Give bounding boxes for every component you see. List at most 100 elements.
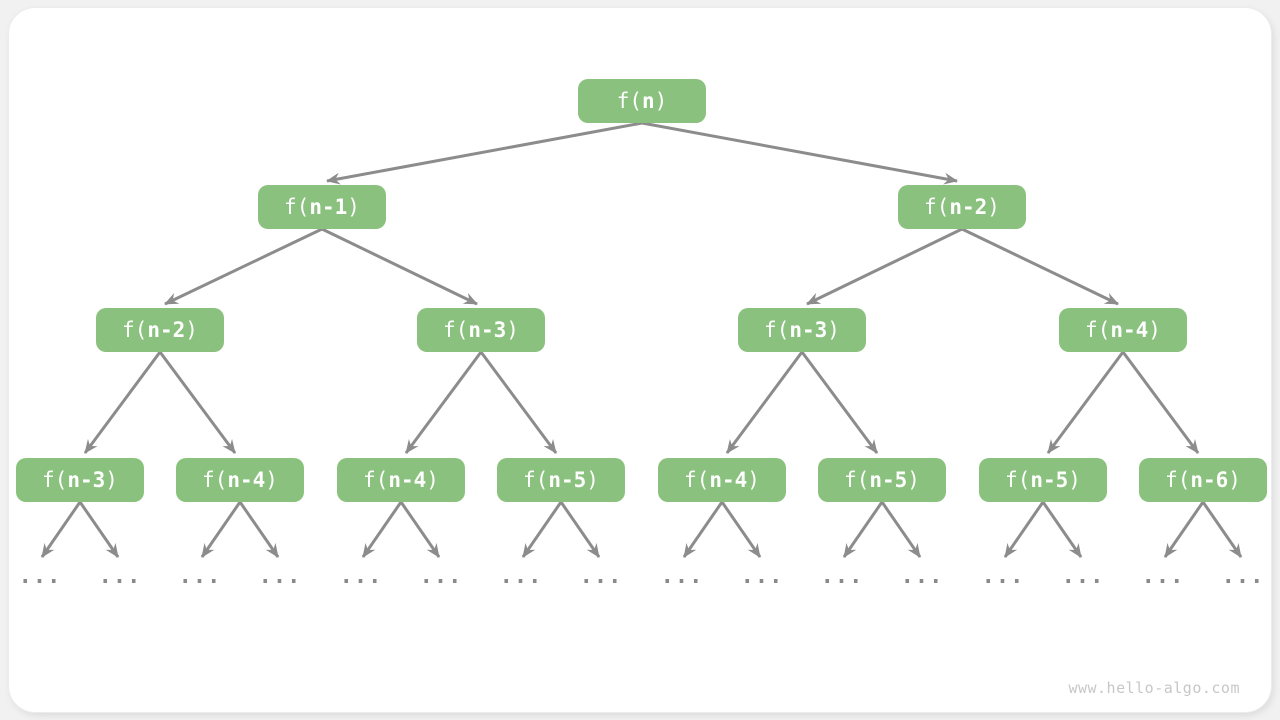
node-label: f( (202, 468, 228, 492)
ellipsis-leaf: ... (1141, 564, 1185, 589)
ellipsis-leaf: ... (18, 564, 62, 589)
edge-arrow (1163, 501, 1205, 558)
ellipsis-leaf: ... (258, 564, 302, 589)
edge-arrow (1041, 501, 1083, 558)
edge-arrow (83, 351, 162, 454)
edge-arrow (361, 501, 403, 558)
edge-arrow (164, 227, 323, 306)
node-label-arg: n-4 (1110, 318, 1149, 342)
edge-arrow (399, 501, 441, 558)
edge-arrow (479, 351, 558, 454)
node-label: ) (586, 468, 599, 492)
diagram-panel (9, 8, 1271, 712)
node-label: ) (426, 468, 439, 492)
ellipsis-leaf: ... (579, 564, 623, 589)
node-label-arg: n-5 (548, 468, 587, 492)
ellipsis-leaf: ... (339, 564, 383, 589)
edge-arrow (641, 121, 958, 185)
tree-node: f(n-6) (1139, 458, 1267, 502)
tree-node: f(n-2) (898, 185, 1026, 229)
node-label: ) (654, 89, 668, 113)
edge-arrow (1201, 501, 1243, 558)
edge-arrow (682, 501, 724, 558)
ellipsis-leaf: ... (419, 564, 463, 589)
ellipsis-leaf: ... (900, 564, 944, 589)
ellipsis-leaf: ... (1221, 564, 1265, 589)
ellipsis-leaf: ... (981, 564, 1025, 589)
node-label: ) (347, 195, 360, 219)
node-label: f( (844, 468, 870, 492)
node-label: f( (616, 89, 642, 113)
tree-node: f(n-5) (497, 458, 625, 502)
node-label-arg: n-4 (709, 468, 748, 492)
tree-node: f(n-3) (16, 458, 144, 502)
node-label: ) (1228, 468, 1241, 492)
ellipsis-leaf: ... (98, 564, 142, 589)
node-label: f( (1085, 318, 1111, 342)
node-label-arg: n-5 (1030, 468, 1069, 492)
tree-node-root: f(n) (578, 79, 706, 123)
node-label-arg: n-4 (227, 468, 266, 492)
edge-arrow (806, 227, 963, 306)
ellipsis-leaf: ... (820, 564, 864, 589)
node-label-arg: n-3 (67, 468, 106, 492)
ellipsis-leaf: ... (499, 564, 543, 589)
node-label: f( (363, 468, 389, 492)
node-label: f( (764, 318, 790, 342)
node-label: ) (265, 468, 278, 492)
node-label: f( (523, 468, 549, 492)
edge-arrow (1121, 351, 1200, 454)
node-label-arg: n-4 (388, 468, 427, 492)
node-label: f( (684, 468, 710, 492)
node-label: ) (1068, 468, 1081, 492)
edge-arrow (842, 501, 884, 558)
node-label-arg: n-3 (468, 318, 507, 342)
node-label: f( (1165, 468, 1191, 492)
node-label-arg: n-3 (789, 318, 828, 342)
edge-arrow (321, 227, 478, 306)
node-label: ) (1148, 318, 1161, 342)
edge-arrow (1003, 501, 1045, 558)
node-label: ) (747, 468, 760, 492)
tree-node: f(n-4) (337, 458, 465, 502)
node-label: ) (506, 318, 519, 342)
node-label-arg: n-5 (869, 468, 908, 492)
ellipsis-leaf: ... (178, 564, 222, 589)
ellipsis-leaf: ... (1061, 564, 1105, 589)
tree-node: f(n-4) (176, 458, 304, 502)
edge-arrow (720, 501, 762, 558)
node-label: f( (284, 195, 310, 219)
tree-node: f(n-5) (979, 458, 1107, 502)
edge-arrow (725, 351, 804, 454)
tree-node: f(n-4) (1059, 308, 1187, 352)
ellipsis-leaf: ... (660, 564, 704, 589)
edge-arrow (404, 351, 483, 454)
node-label: f( (924, 195, 950, 219)
node-label: ) (827, 318, 840, 342)
edge-arrow (961, 227, 1119, 306)
node-label: f( (1005, 468, 1031, 492)
edge-arrow (78, 501, 120, 558)
tree-node: f(n-1) (258, 185, 386, 229)
watermark: www.hello-algo.com (1068, 679, 1240, 697)
edge-arrow (1046, 351, 1125, 454)
node-label: ) (907, 468, 920, 492)
edge-arrow (158, 351, 237, 454)
node-label: ) (105, 468, 118, 492)
node-label: ) (987, 195, 1000, 219)
edge-arrow (521, 501, 563, 558)
edge-arrow (800, 351, 879, 454)
node-label-arg: n-2 (949, 195, 988, 219)
node-label: f( (122, 318, 148, 342)
tree-node: f(n-4) (658, 458, 786, 502)
edge-arrow (326, 121, 643, 185)
node-label: f( (443, 318, 469, 342)
node-label: f( (42, 468, 68, 492)
edge-arrow (559, 501, 601, 558)
node-label-arg: n-1 (309, 195, 348, 219)
edge-arrow (200, 501, 242, 558)
node-label-arg: n-2 (147, 318, 186, 342)
edge-arrow (40, 501, 82, 558)
